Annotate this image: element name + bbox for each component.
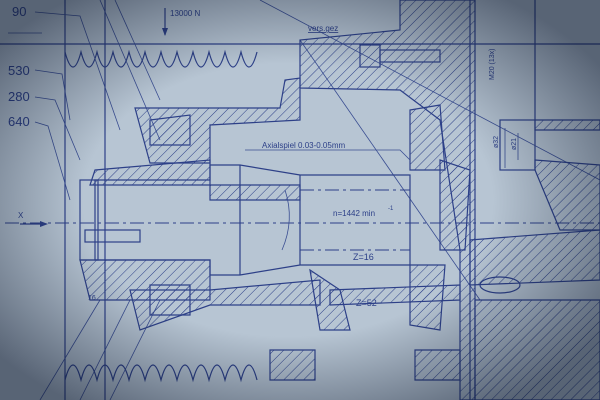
- label-90: 90: [12, 4, 26, 19]
- label-dia-21: ø21: [511, 138, 518, 150]
- label-bolt: M20 (13x): [489, 48, 496, 80]
- label-280: 280: [8, 89, 30, 104]
- label-z16: Z=16: [353, 252, 374, 262]
- label-640: 640: [8, 114, 30, 129]
- label-16: 16: [88, 295, 96, 302]
- label-force: 13000 N: [170, 9, 200, 18]
- label-speed: n=1442 min: [333, 209, 375, 218]
- label-speed-exponent: -1: [388, 206, 394, 212]
- label-axial-play: Axialspiel 0.03-0.05mm: [262, 141, 345, 150]
- label-vers-gez: vers.gez: [308, 24, 338, 33]
- label-z52: Z=52: [356, 298, 377, 308]
- label-dia-32: ø32: [493, 136, 500, 148]
- label-axis-x: X: [18, 211, 24, 220]
- label-530: 530: [8, 63, 30, 78]
